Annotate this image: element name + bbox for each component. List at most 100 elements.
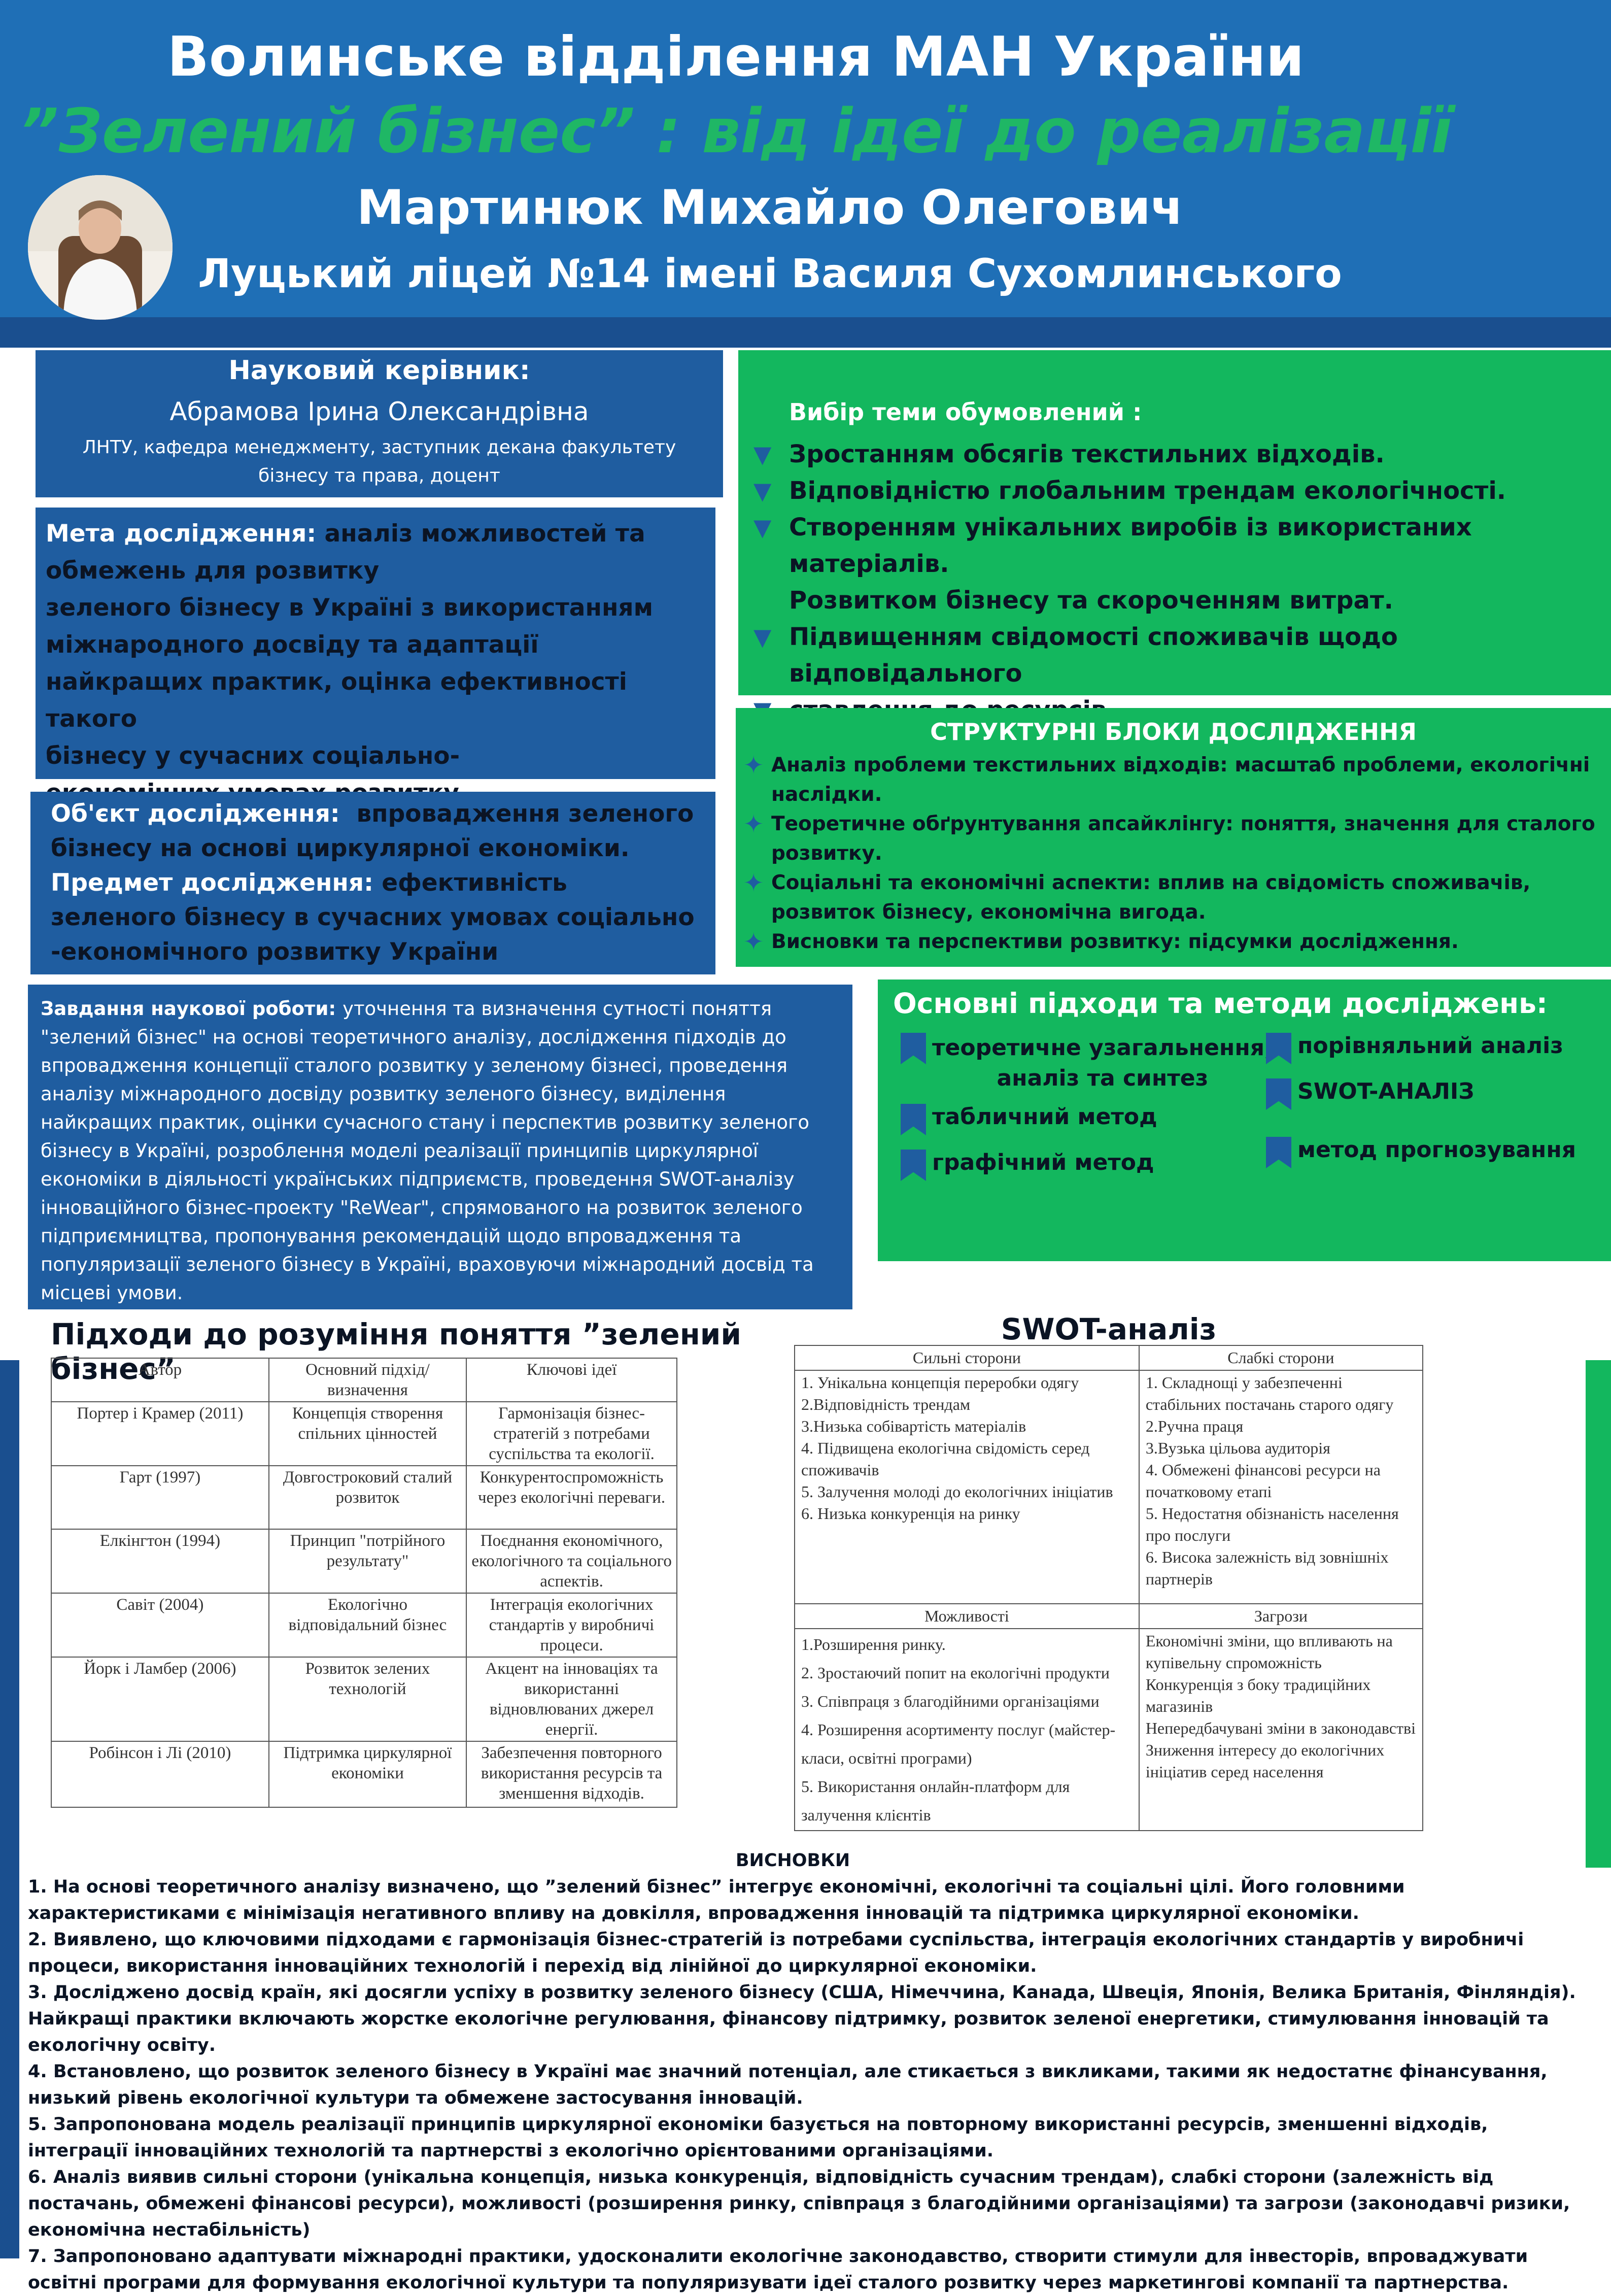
swot-table: Сильні сторони Слабкі сторони 1. Унікаль…: [794, 1345, 1424, 1831]
topic-item: Розвитком бізнесу та скороченням витрат.: [753, 582, 1596, 619]
aim-label: Мета дослідження:: [46, 520, 317, 548]
swot-item: 4. Підвищена екологічна свідомість серед…: [801, 1439, 1090, 1479]
topic-item: ▼Підвищенням свідомості споживачів щодо …: [753, 619, 1596, 692]
bookmark-icon: [1266, 1033, 1291, 1064]
star-bullet-icon: ✦: [743, 869, 764, 897]
swot-item: 3.Вузька цільова аудиторія: [1145, 1439, 1330, 1457]
table-cell: Гармонізація бізнес-стратегій з потребам…: [466, 1401, 677, 1466]
table-header-cell: Ключові ідеї: [466, 1358, 677, 1402]
swot-row: 1. Унікальна концепція переробки одягу 2…: [794, 1370, 1424, 1604]
table-cell: Довгостроковий сталий розвиток: [268, 1465, 467, 1530]
table-row: Гарт (1997) Довгостроковий сталий розвит…: [51, 1465, 677, 1530]
supervisor-name: Абрамова Ірина Олександрівна: [169, 397, 589, 426]
header-stripe: [0, 317, 1611, 348]
supervisor-title: Науковий керівник:: [228, 355, 530, 386]
swot-opportunities-cell: 1.Розширення ринку. 2. Зростаючий попит …: [794, 1628, 1140, 1831]
swot-header-row: Сильні сторони Слабкі сторони: [794, 1345, 1424, 1371]
method-text: теоретичне узагальнення,аналіз та синтез: [932, 1033, 1273, 1094]
method-item: порівняльний аналіз: [1266, 1033, 1563, 1064]
topic-item-text: Створенням унікальних виробів із викорис…: [789, 513, 1472, 578]
header-topic: ”Зелений бізнес” : від ідеї до реалізаці…: [19, 96, 1452, 167]
method-text: порівняльний аналіз: [1297, 1033, 1563, 1059]
subject-paragraph: Предмет дослідження: ефективність зелено…: [51, 866, 695, 969]
table-cell: Гарт (1997): [51, 1465, 269, 1530]
topic-item: ▼Зростанням обсягів текстильних відходів…: [753, 436, 1596, 472]
swot-item: 2. Зростаючий попит на екологічні продук…: [801, 1664, 1110, 1682]
object-label: Об'єкт дослідження:: [51, 800, 340, 828]
aim-line: міжнародного досвіду та адаптації: [46, 631, 539, 659]
subject-label: Предмет дослідження:: [51, 869, 373, 897]
swot-item: 4. Обмежені фінансові ресурси на початко…: [1145, 1461, 1381, 1501]
supervisor-desc-line: бізнесу та права, доцент: [258, 465, 500, 486]
topic-choice-box: Вибір теми обумовлений : ▼Зростанням обс…: [738, 350, 1611, 724]
block-item: ✦Аналіз проблеми текстильних відходів: м…: [743, 751, 1603, 809]
method-item: табличний метод: [901, 1104, 1157, 1135]
star-bullet-icon: ✦: [743, 751, 764, 780]
swot-item: 2.Відповідність трендам: [801, 1395, 971, 1413]
aim-text: аналіз можливостей та: [324, 520, 645, 548]
swot-item: Непередбачувані зміни в законодавстві: [1145, 1719, 1416, 1737]
swot-item: Зниження інтересу до екологічних ініціат…: [1145, 1741, 1385, 1781]
topic-choice-title: Вибір теми обумовлений :: [789, 398, 1142, 426]
swot-item: 1. Унікальна концепція переробки одягу: [801, 1373, 1079, 1392]
table-row: Портер і Крамер (2011) Концепція створен…: [51, 1401, 677, 1466]
method-text: метод прогнозування: [1297, 1137, 1576, 1163]
swot-item: 1. Складнощі у забезпеченні стабільних п…: [1145, 1373, 1394, 1413]
swot-weaknesses-title: Слабкі сторони: [1138, 1345, 1424, 1371]
table-cell: Інтеграція екологічних стандартів у виро…: [466, 1593, 677, 1658]
swot-item: 1.Розширення ринку.: [801, 1635, 946, 1653]
bookmark-icon: [901, 1033, 926, 1064]
supervisor-box: Науковий керівник: Абрамова Ірина Олекса…: [36, 350, 723, 497]
swot-row: 1.Розширення ринку. 2. Зростаючий попит …: [794, 1628, 1424, 1831]
method-text: SWOT-АНАЛІЗ: [1297, 1078, 1475, 1104]
swot-item: 2.Ручна праця: [1145, 1417, 1244, 1435]
block-item: ✦Висновки та перспективи розвитку: підсу…: [743, 927, 1603, 957]
methods-box: Основні підходи та методи досліджень: те…: [878, 980, 1611, 1261]
structural-blocks-title: СТРУКТУРНІ БЛОКИ ДОСЛІДЖЕННЯ: [930, 718, 1417, 746]
swot-header-row: Можливості Загрози: [794, 1603, 1424, 1629]
left-accent-bar: [0, 1863, 19, 2258]
subject-text: ефективність зеленого бізнесу в сучасних…: [51, 869, 695, 966]
table-header-cell: Автор: [51, 1358, 269, 1402]
table-cell: Концепція створення спільних цінностей: [268, 1401, 467, 1466]
table-cell: Забезпечення повторного використання рес…: [466, 1741, 677, 1808]
swot-item: 3.Низька собівартість матеріалів: [801, 1417, 1026, 1435]
swot-item: 6. Висока залежність від зовнішніх партн…: [1145, 1548, 1389, 1588]
aim-line: обмежень для розвитку: [46, 557, 380, 585]
swot-item: 6. Низька конкуренція на ринку: [801, 1504, 1020, 1523]
table-cell: Конкурентоспроможність через екологічні …: [466, 1465, 677, 1530]
block-item-text: Аналіз проблеми текстильних відходів: ма…: [771, 754, 1590, 806]
table-cell: Поєднання економічного, екологічного та …: [466, 1529, 677, 1594]
bookmark-icon: [901, 1104, 926, 1135]
method-item: графічний метод: [901, 1150, 1154, 1181]
swot-opportunities-title: Можливості: [794, 1603, 1140, 1629]
table-row: Робінсон і Лі (2010) Підтримка циркулярн…: [51, 1741, 677, 1808]
methods-title: Основні підходи та методи досліджень:: [893, 987, 1548, 1020]
swot-strengths-title: Сильні сторони: [794, 1345, 1140, 1371]
tasks-label: Завдання наукової роботи:: [41, 998, 336, 1020]
method-text-line: аналіз та синтез: [997, 1065, 1209, 1091]
conclusion-item: 3. Досліджено досвід країн, які досягли …: [28, 1982, 1576, 2055]
aim-line: Мета дослідження: аналіз можливостей та: [46, 515, 705, 552]
triangle-bullet-icon: ▼: [753, 477, 772, 504]
conclusions-section: ВИСНОВКИ 1. На основі теоретичного аналі…: [28, 1847, 1586, 2293]
swot-item: 5. Використання онлайн-платформ для залу…: [801, 1777, 1070, 1824]
tasks-text: уточнення та визначення сутності поняття…: [41, 998, 814, 1304]
triangle-bullet-icon: ▼: [753, 441, 772, 468]
object-text: впровадження зеленого бізнесу на основі …: [51, 800, 694, 862]
swot-item: Економічні зміни, що впливають на купіве…: [1145, 1632, 1393, 1672]
header-author: Мартинюк Михайло Олегович: [356, 180, 1184, 235]
topic-item-text: Розвитком бізнесу та скороченням витрат.: [789, 586, 1393, 615]
swot-title: SWOT-аналіз: [1001, 1312, 1217, 1346]
star-bullet-icon: ✦: [743, 928, 764, 956]
table-row: Савіт (2004) Екологічно відповідальний б…: [51, 1593, 677, 1658]
table-cell: Екологічно відповідальний бізнес: [268, 1593, 467, 1658]
topic-item: ▼Створенням унікальних виробів із викори…: [753, 509, 1596, 582]
conclusion-item: 4. Встановлено, що розвиток зеленого біз…: [28, 2062, 1548, 2108]
conclusions-title: ВИСНОВКИ: [735, 1850, 850, 1871]
conclusion-item: 5. Запропонована модель реалізації принц…: [28, 2114, 1488, 2161]
method-text: графічний метод: [932, 1150, 1154, 1175]
block-item: ✦Соціальні та економічні аспекти: вплив …: [743, 868, 1603, 927]
star-bullet-icon: ✦: [743, 810, 764, 838]
table-cell: Савіт (2004): [51, 1593, 269, 1658]
